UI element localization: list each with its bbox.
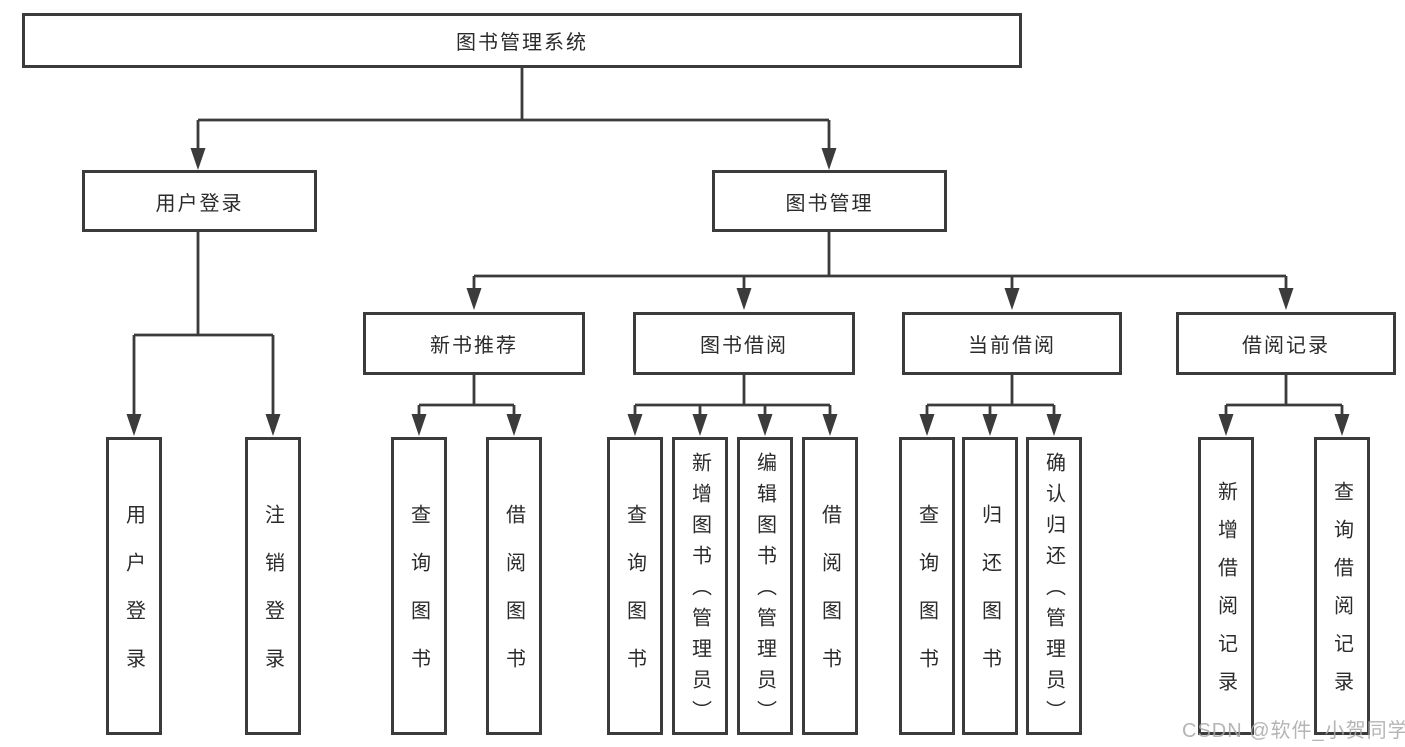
node-book-management: 图书管理: [712, 170, 947, 232]
arrowhead-icon: [736, 288, 752, 310]
arrowhead-icon: [190, 148, 206, 170]
leaf-label: 借阅图书: [818, 504, 841, 696]
leaf-label: 编辑图书（管理员）: [753, 452, 776, 731]
arrowhead-icon: [1278, 288, 1294, 310]
arrowhead-icon: [757, 414, 773, 436]
leaf-borrow-books-recommend: 借阅图书: [486, 437, 542, 735]
arrowhead-icon: [1004, 288, 1020, 310]
node-label: 用户登录: [155, 192, 244, 215]
leaf-label: 用户登录: [122, 504, 145, 696]
leaf-label: 查询图书: [623, 504, 646, 696]
leaf-label: 新增图书（管理员）: [688, 452, 711, 731]
leaf-confirm-return-admin: 确认归还（管理员）: [1026, 437, 1082, 735]
node-label: 图书管理: [785, 192, 874, 215]
node-label: 图书借阅: [700, 335, 788, 357]
node-current-borrow: 当前借阅: [902, 312, 1122, 375]
leaf-return-book: 归还图书: [962, 437, 1018, 735]
watermark: CSDN @软件_小贺同学: [1182, 720, 1405, 742]
connector-root-to-level2: [190, 68, 837, 170]
node-new-book-recommend: 新书推荐: [363, 312, 585, 375]
arrowhead-icon: [982, 414, 998, 436]
arrowhead-icon: [265, 414, 281, 436]
leaf-label: 借阅图书: [502, 504, 525, 696]
arrowhead-icon: [466, 288, 482, 310]
leaf-query-books-current: 查询图书: [899, 437, 955, 735]
leaf-add-borrow-record: 新增借阅记录: [1198, 437, 1254, 735]
arrowhead-icon: [692, 414, 708, 436]
node-label: 当前借阅: [968, 335, 1056, 357]
arrowhead-icon: [919, 414, 935, 436]
connector-new-book-children: [411, 375, 522, 436]
leaf-label: 确认归还（管理员）: [1042, 452, 1065, 731]
connector-book-management-to-level3: [466, 232, 1294, 310]
leaf-logout: 注销登录: [245, 437, 301, 735]
node-root-label: 图书管理系统: [456, 32, 588, 54]
arrowhead-icon: [126, 414, 142, 436]
node-book-borrow: 图书借阅: [633, 312, 855, 375]
connector-user-login-children: [126, 232, 281, 436]
leaf-borrow-books-borrow: 借阅图书: [802, 437, 858, 735]
leaf-label: 注销登录: [261, 504, 284, 696]
arrowhead-icon: [411, 414, 427, 436]
node-label: 新书推荐: [430, 335, 518, 357]
leaf-add-book-admin: 新增图书（管理员）: [672, 437, 728, 735]
leaf-user-login: 用户登录: [106, 437, 162, 735]
leaf-edit-book-admin: 编辑图书（管理员）: [737, 437, 793, 735]
arrowhead-icon: [1218, 414, 1234, 436]
arrowhead-icon: [822, 414, 838, 436]
arrowhead-icon: [627, 414, 643, 436]
leaf-query-borrow-record: 查询借阅记录: [1314, 437, 1370, 735]
leaf-label: 查询图书: [915, 504, 938, 696]
arrowhead-icon: [1046, 414, 1062, 436]
arrowhead-icon: [1334, 414, 1350, 436]
connector-borrow-records-children: [1218, 375, 1350, 436]
node-user-login: 用户登录: [82, 170, 317, 232]
leaf-label: 查询图书: [407, 504, 430, 696]
connector-book-borrow-children: [627, 375, 838, 436]
leaf-query-books-recommend: 查询图书: [391, 437, 447, 735]
leaf-label: 查询借阅记录: [1330, 481, 1353, 709]
node-root-system: 图书管理系统: [22, 13, 1022, 68]
connector-current-borrow-children: [919, 375, 1062, 436]
arrowhead-icon: [821, 148, 837, 170]
node-borrow-records: 借阅记录: [1176, 312, 1396, 375]
leaf-label: 新增借阅记录: [1214, 481, 1237, 709]
leaf-query-books-borrow: 查询图书: [607, 437, 663, 735]
arrowhead-icon: [506, 414, 522, 436]
node-label: 借阅记录: [1242, 335, 1330, 357]
leaf-label: 归还图书: [978, 504, 1001, 696]
